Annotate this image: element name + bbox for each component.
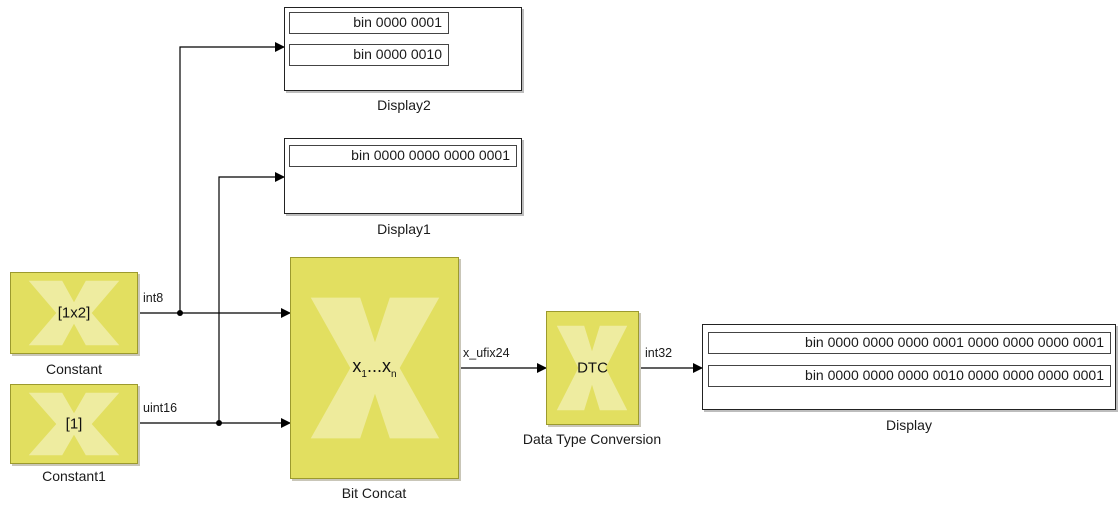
wire-uint16-to-display1[interactable]	[218, 172, 285, 423]
constant-block[interactable]: [1x2]	[10, 272, 138, 354]
display-label: Display	[886, 417, 932, 433]
dtc-value: DTC	[577, 359, 608, 377]
constant1-block[interactable]: [1]	[10, 384, 138, 464]
symbol-sub-first: 1	[361, 368, 367, 380]
display2-row-1: bin 0000 0001	[289, 12, 449, 34]
dtc-label: Data Type Conversion	[522, 431, 662, 447]
xilinx-logo-icon	[28, 280, 120, 346]
constant-label: Constant	[45, 361, 103, 377]
symbol-x-last: x	[382, 356, 391, 377]
branch-point-uint16	[216, 420, 222, 426]
symbol-sub-last: n	[391, 368, 397, 380]
symbol-x-first: x	[352, 356, 362, 377]
xilinx-logo-icon	[28, 392, 120, 456]
constant1-label: Constant1	[42, 468, 106, 484]
constant-value: [1x2]	[57, 304, 91, 322]
display-row-2: bin 0000 0000 0000 0010 0000 0000 0000 0…	[708, 365, 1111, 387]
dtc-block[interactable]: DTC	[546, 311, 639, 425]
signal-type-int32: int32	[645, 346, 673, 360]
display2-row-2: bin 0000 0010	[289, 44, 449, 66]
bit-concat-label: Bit Concat	[341, 485, 407, 501]
signal-type-uint16: uint16	[143, 401, 178, 415]
display1-label: Display1	[377, 221, 431, 237]
bit-concat-block[interactable]: x1...xn	[290, 257, 459, 479]
wire-int8-to-display2[interactable]	[179, 42, 285, 313]
constant1-value: [1]	[65, 415, 83, 433]
display-block[interactable]: bin 0000 0000 0000 0001 0000 0000 0000 0…	[702, 324, 1116, 410]
display1-block[interactable]: bin 0000 0000 0000 0001	[284, 138, 522, 214]
display2-label: Display2	[377, 97, 431, 113]
xilinx-logo-icon	[556, 325, 628, 411]
bit-concat-symbol: x1...xn	[291, 356, 458, 380]
signal-type-int8: int8	[143, 291, 164, 305]
branch-point-int8	[177, 310, 183, 316]
display1-row-1: bin 0000 0000 0000 0001	[289, 145, 517, 167]
xilinx-logo-icon	[310, 297, 440, 439]
display2-block[interactable]: bin 0000 0001 bin 0000 0010	[284, 7, 522, 91]
display-row-1: bin 0000 0000 0000 0001 0000 0000 0000 0…	[708, 332, 1111, 354]
signal-type-x-ufix24: x_ufix24	[463, 346, 510, 360]
symbol-ellipsis: ...	[366, 356, 382, 377]
